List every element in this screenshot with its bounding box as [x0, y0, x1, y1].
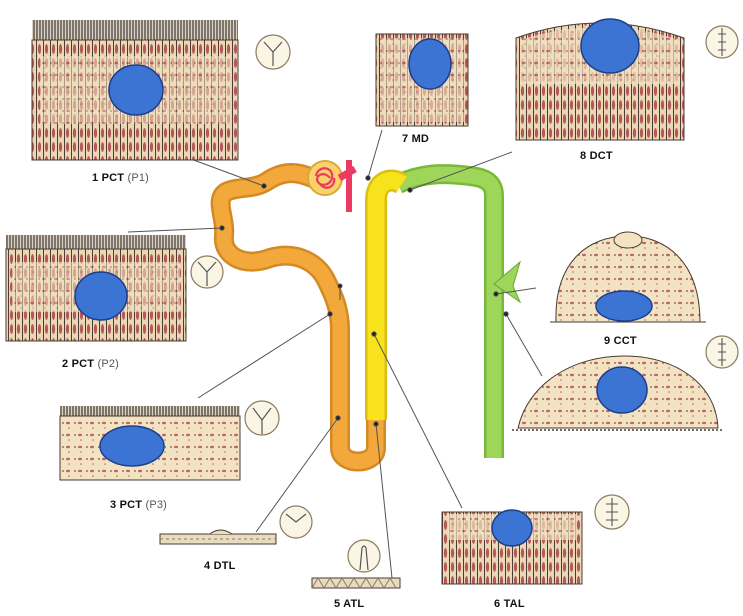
cell-dct — [516, 19, 684, 140]
label-pct-p1-sub: (P1) — [127, 172, 149, 184]
tubule-icon — [191, 256, 223, 288]
label-tal: 6 TAL — [494, 598, 525, 610]
nucleus — [75, 272, 127, 320]
bowman-capsule — [308, 161, 342, 195]
label-pct-p3: 3 PCT (P3) — [110, 499, 167, 511]
label-pct-p2-code: 2 PCT — [62, 358, 94, 370]
label-cct: 9 CCT — [604, 335, 637, 347]
tubule-icon — [348, 540, 380, 572]
label-dct: 8 DCT — [580, 150, 613, 162]
label-dtl: 4 DTL — [204, 560, 236, 572]
cell-pct-p1 — [32, 20, 238, 160]
tubule-icon — [245, 401, 279, 435]
label-pct-p3-code: 3 PCT — [110, 499, 142, 511]
collecting-duct-tubule — [398, 174, 494, 458]
cell-pct-p3 — [60, 406, 240, 480]
cell-atl — [312, 578, 400, 588]
nucleus — [581, 19, 639, 73]
label-pct-p2: 2 PCT (P2) — [62, 358, 119, 370]
label-pct-p3-sub: (P3) — [145, 499, 167, 511]
nucleus — [597, 367, 647, 413]
cell-pct-p2 — [6, 235, 186, 341]
label-atl: 5 ATL — [334, 598, 364, 610]
nucleus — [409, 39, 451, 89]
nucleus — [596, 291, 652, 321]
cell-tal — [442, 510, 582, 584]
nucleus — [492, 510, 532, 546]
cell-cct-intercalated — [550, 232, 706, 322]
tubule-icon — [595, 495, 629, 529]
proximal-tubule — [221, 173, 376, 461]
label-pct-p2-sub: (P2) — [97, 358, 119, 370]
tubule-icon — [280, 506, 312, 538]
cell-cct-principal — [512, 356, 722, 430]
nucleus — [100, 426, 164, 466]
nucleus — [109, 65, 163, 115]
tubule-icon — [706, 26, 738, 58]
label-md: 7 MD — [402, 133, 429, 145]
cell-dtl — [160, 530, 276, 544]
label-pct-p1-code: 1 PCT — [92, 172, 124, 184]
label-pct-p1: 1 PCT (P1) — [92, 172, 149, 184]
cell-md — [376, 34, 468, 126]
tubule-icon — [256, 35, 290, 69]
tubule-icon — [706, 336, 738, 368]
